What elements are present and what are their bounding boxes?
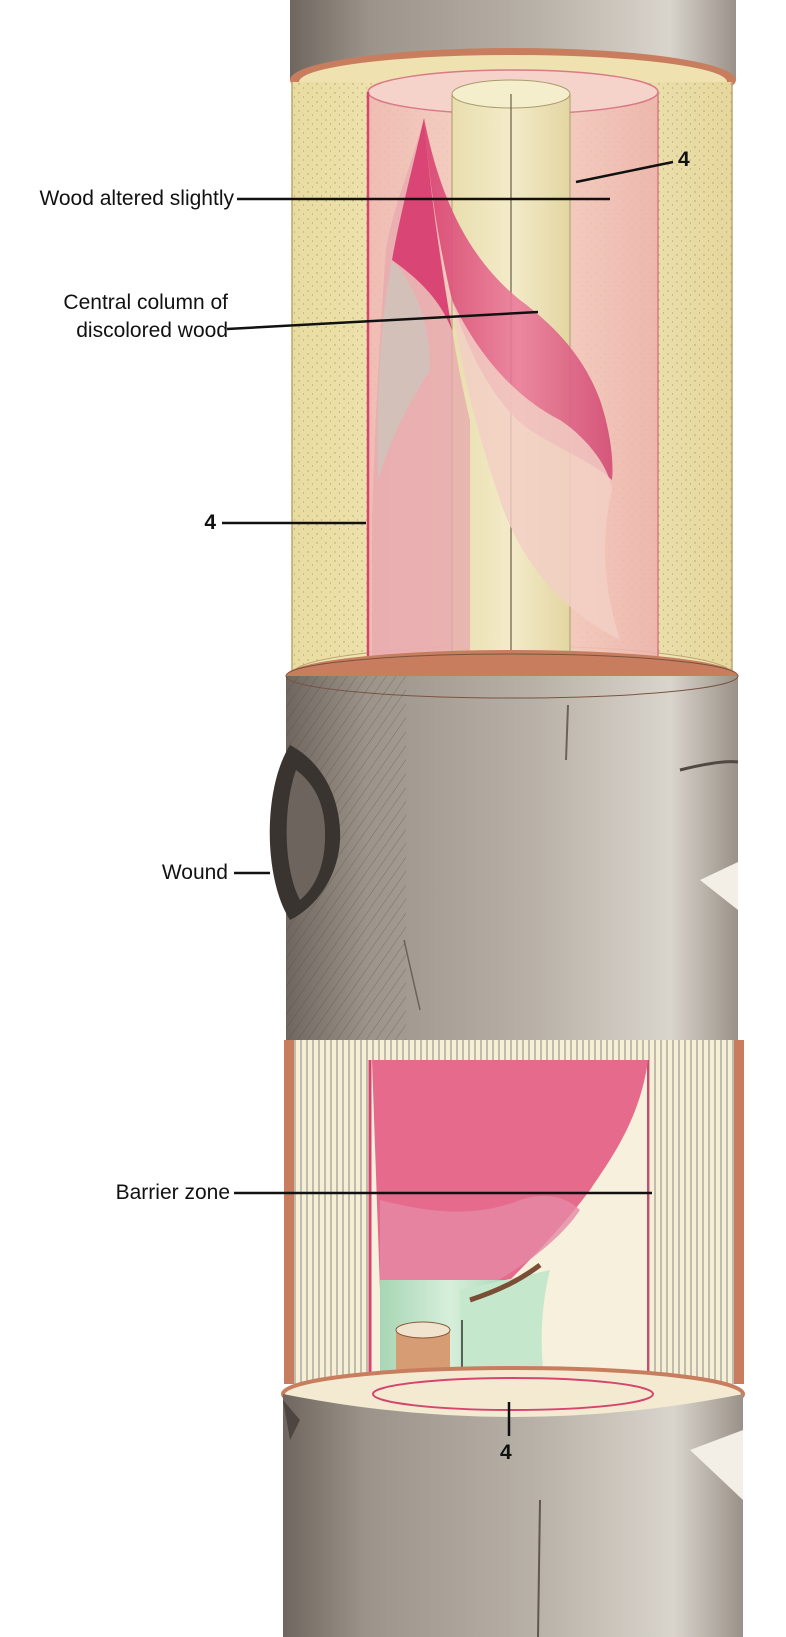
label-barrier-zone: Barrier zone: [20, 1180, 230, 1206]
label-four-top-right: 4: [678, 147, 690, 173]
label-wood-altered-slightly: Wood altered slightly: [8, 186, 234, 212]
label-four-left: 4: [160, 510, 216, 536]
bark-bottom-segment: [283, 1394, 743, 1637]
label-four-bottom: 4: [500, 1440, 512, 1466]
label-central-column-line1: Central column of: [8, 290, 228, 316]
lower-cutaway: [283, 1040, 744, 1420]
label-wound: Wound: [60, 860, 228, 886]
label-central-column-line2: discolored wood: [8, 318, 228, 344]
bark-middle-band: [286, 650, 738, 1067]
